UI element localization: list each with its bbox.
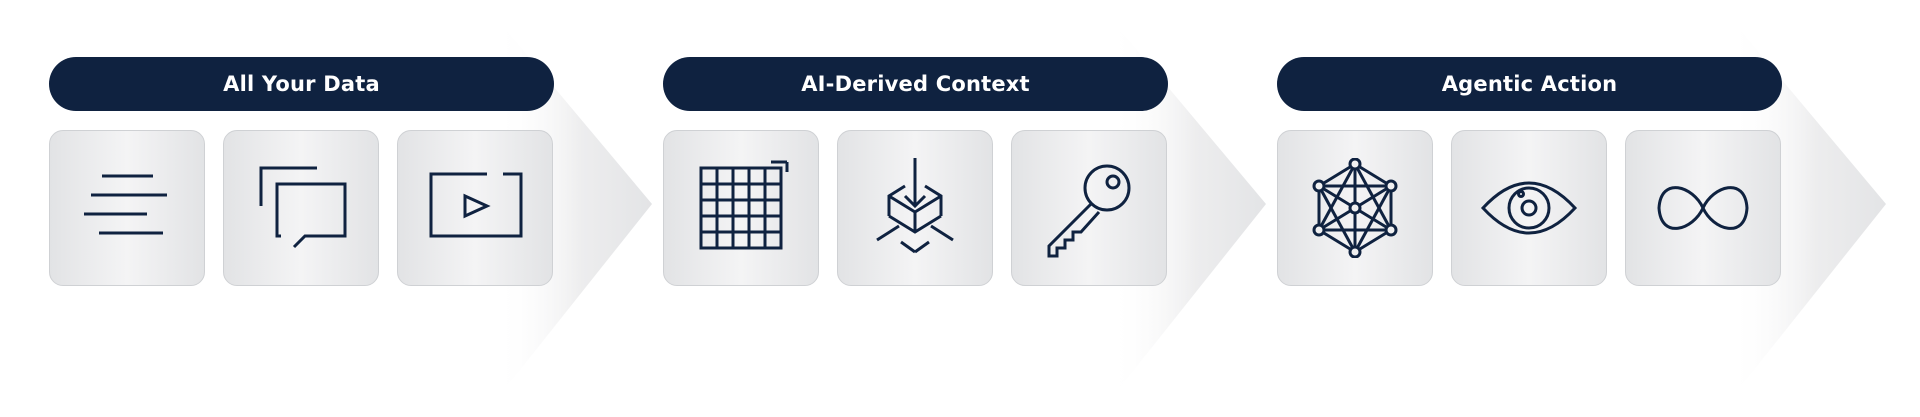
tile-table <box>663 130 819 286</box>
stage-header: AI-Derived Context <box>663 57 1168 111</box>
chevron-arrow-2 <box>1110 18 1266 400</box>
eye-icon <box>1480 181 1578 235</box>
video-play-icon <box>429 172 523 238</box>
tile-cube <box>837 130 993 286</box>
grid-table-icon <box>699 160 789 250</box>
text-lines-icon <box>84 174 167 235</box>
tile-chat <box>223 130 379 286</box>
stage-tiles <box>1277 130 1782 286</box>
stage-agentic-action: Agentic Action <box>1277 57 1782 286</box>
stage-tiles <box>49 130 554 286</box>
chevron-arrow-1 <box>496 18 652 400</box>
stage-ai-derived-context: AI-Derived Context <box>663 57 1168 286</box>
tile-video <box>397 130 553 286</box>
tile-key <box>1011 130 1167 286</box>
tile-eye <box>1451 130 1607 286</box>
key-icon <box>1047 164 1131 258</box>
chat-bubbles-icon <box>259 166 347 249</box>
tile-network <box>1277 130 1433 286</box>
stage-header: All Your Data <box>49 57 554 111</box>
tile-infinity <box>1625 130 1781 286</box>
stage-tiles <box>663 130 1168 286</box>
neural-network-icon <box>1312 158 1398 258</box>
tile-text <box>49 130 205 286</box>
stage-header: Agentic Action <box>1277 57 1782 111</box>
stage-all-your-data: All Your Data <box>49 57 554 286</box>
chevron-arrow-3 <box>1730 18 1886 400</box>
infinity-icon <box>1657 186 1749 230</box>
cube-arrow-icon <box>876 158 954 254</box>
